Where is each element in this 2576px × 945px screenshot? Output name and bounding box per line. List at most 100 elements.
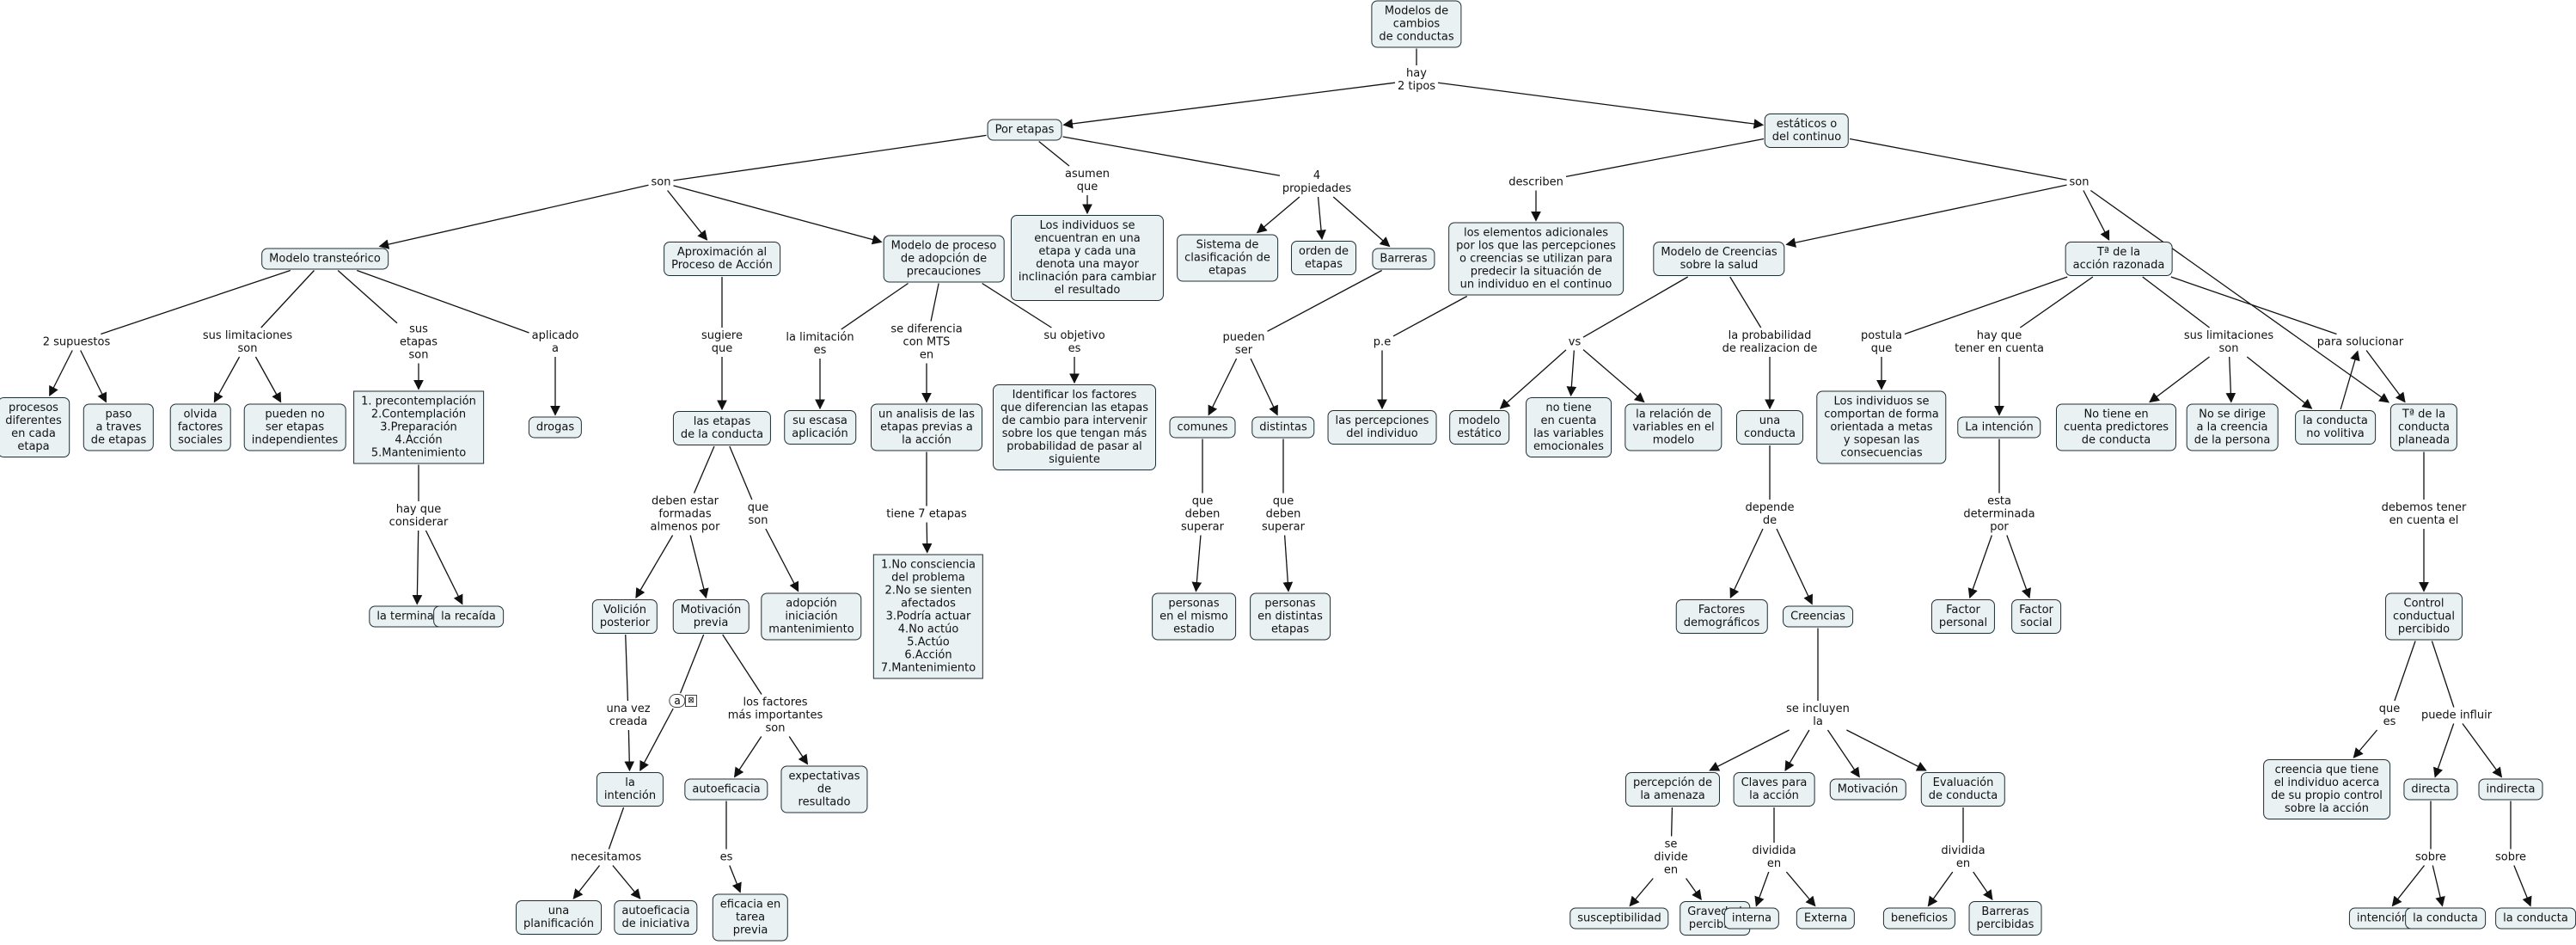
node-relacion-variables[interactable]: la relación de variables en el modelo [1625, 403, 1722, 451]
node-expectativas-resultado[interactable]: expectativas de resultado [780, 765, 868, 813]
link-que-deben-superar-2: que deben superar [1260, 494, 1306, 535]
node-factores-demograficos[interactable]: Factores demográficos [1675, 599, 1768, 634]
context-expand-icon[interactable]: ⊠ [685, 695, 697, 707]
node-evaluacion-conducta[interactable]: Evaluación de conducta [1920, 772, 2006, 807]
node-modelo-estatico[interactable]: modelo estático [1449, 410, 1509, 445]
node-modelo-transteorico[interactable]: Modelo transteórico [261, 248, 389, 270]
connector-estaticos-to-son_2 [1849, 138, 2067, 181]
link-probabilidad-realizacion: la probabilidad de realizacion de [1720, 328, 1820, 356]
node-sistema-clasificacion[interactable]: Sistema de clasificación de etapas [1177, 234, 1278, 282]
link-hay-que-tener: hay que tener en cuenta [1953, 328, 2046, 356]
node-intencion[interactable]: intención [2348, 907, 2417, 930]
node-control-conductual[interactable]: Control conductual percibido [2385, 592, 2463, 641]
context-marker[interactable]: a [669, 694, 686, 708]
node-aproximacion-proceso-accion[interactable]: Aproximación al Proceso de Acción [664, 242, 780, 276]
node-modelo-creencias-salud[interactable]: Modelo de Creencias sobre la salud [1653, 242, 1785, 276]
node-conducta-no-volitiva[interactable]: la conducta no volitiva [2295, 410, 2376, 445]
node-percepciones-individuo[interactable]: las percepciones del individuo [1327, 410, 1437, 445]
node-identificar-factores[interactable]: Identificar los factores que diferencian… [993, 384, 1156, 470]
node-drogas[interactable]: drogas [528, 416, 583, 439]
node-escasa-aplicacion[interactable]: su escasa aplicación [784, 410, 856, 445]
node-adopcion-iniciacion[interactable]: adopción iniciación mantenimiento [761, 592, 862, 641]
link-pe: p.e [1371, 334, 1393, 350]
node-externa[interactable]: Externa [1796, 907, 1856, 930]
node-personas-mismo-estadio[interactable]: personas en el mismo estadio [1152, 592, 1236, 641]
connector-son_2-to-conducta_planeada [2090, 189, 2389, 403]
connector-accion_razonada-to-hay_que_tener [2019, 276, 2094, 328]
connector-se_divide-to-gravedad [1686, 878, 1702, 900]
node-olvida-factores-sociales[interactable]: olvida factores sociales [169, 403, 231, 451]
node-la-recaida[interactable]: la recaída [433, 605, 504, 628]
node-elementos-adicionales[interactable]: los elementos adicionales por los que la… [1448, 222, 1624, 296]
node-percepcion-amenaza[interactable]: percepción de la amenaza [1625, 772, 1721, 807]
node-barreras[interactable]: Barreras [1372, 248, 1435, 270]
node-volicion-posterior[interactable]: Volición posterior [591, 599, 658, 634]
node-autoeficacia-iniciativa[interactable]: autoeficacia de iniciativa [614, 900, 698, 935]
node-claves-accion[interactable]: Claves para la acción [1733, 772, 1815, 807]
connector-pueden_ser-to-distintas [1250, 358, 1278, 416]
node-la-intencion-tar[interactable]: La intención [1957, 416, 2041, 439]
node-individuos-etapa[interactable]: Los individuos se encuentran en una etap… [1010, 215, 1165, 301]
link-son: son [649, 175, 673, 190]
link-asumen-que: asumen que [1063, 167, 1111, 194]
node-susceptibilidad[interactable]: susceptibilidad [1569, 907, 1669, 930]
node-autoeficacia[interactable]: autoeficacia [684, 778, 768, 801]
node-comunes[interactable]: comunes [1169, 416, 1236, 439]
node-una-planificacion[interactable]: una planificación [516, 900, 602, 935]
connector-hay_2_tipos-to-estaticos [1437, 82, 1765, 129]
node-factor-social[interactable]: Factor social [2011, 599, 2061, 634]
connector-elementos_adic-to-pe [1392, 295, 1468, 337]
node-no-predictores[interactable]: No tiene en cuenta predictores de conduc… [2055, 403, 2177, 451]
node-modelos-cambios-conductas[interactable]: Modelos de cambios de conductas [1371, 0, 1462, 48]
node-individuos-comportan[interactable]: Los individuos se comportan de forma ori… [1816, 390, 1947, 464]
node-no-creencia-persona[interactable]: No se dirige a la creencia de la persona [2186, 403, 2279, 451]
node-indirecta[interactable]: indirecta [2478, 778, 2543, 801]
node-analisis-etapas-previas[interactable]: un analisis de las etapas previas a la a… [870, 403, 983, 451]
link-que-son: que son [745, 500, 771, 528]
link-postula-que: postula que [1859, 328, 1904, 356]
connector-sus_limitaciones_2-to-no_predictores [2149, 356, 2210, 403]
connector-control-to-puede_influir [2431, 641, 2455, 708]
node-interna[interactable]: interna [1723, 907, 1780, 930]
link-son-continuo: son [2067, 175, 2091, 190]
node-estaticos-continuo[interactable]: estáticos o del continuo [1764, 114, 1850, 148]
node-creencia-control[interactable]: creencia que tiene el individuo acerca d… [2263, 759, 2390, 819]
node-la-intencion-hapa[interactable]: la intención [596, 772, 664, 807]
node-por-etapas[interactable]: Por etapas [987, 119, 1062, 141]
node-las-etapas-conducta[interactable]: las etapas de la conducta [672, 411, 772, 445]
node-motivacion-previa[interactable]: Motivación previa [672, 599, 750, 634]
node-barreras-percibidas[interactable]: Barreras percibidas [1968, 901, 2042, 936]
node-lista-etapas-transteorico[interactable]: 1. precontemplación 2.Contemplación 3.Pr… [353, 390, 484, 464]
connector-dividida_1-to-interna [1754, 871, 1770, 907]
node-paso-etapas[interactable]: paso a traves de etapas [83, 403, 155, 451]
connector-sus_limitaciones_1-to-olvida_factores [213, 356, 241, 403]
connector-precauciones-to-la_limitacion [841, 282, 909, 330]
node-orden-etapas[interactable]: orden de etapas [1291, 241, 1356, 275]
node-lista-siete-etapas[interactable]: 1.No consciencia del problema 2.No se si… [872, 554, 984, 679]
connector-que_es-to-creencia_control [2353, 729, 2378, 758]
link-factores-importantes: los factores más importantes son [725, 695, 825, 736]
node-personas-distintas-etapas[interactable]: personas en distintas etapas [1250, 592, 1331, 641]
node-conducta-planeada[interactable]: Tª de la conducta planeada [2389, 403, 2458, 451]
node-la-conducta-indirecta[interactable]: la conducta [2495, 907, 2576, 930]
connector-volicion-to-una_vez_creada [625, 634, 629, 702]
node-procesos-diferentes[interactable]: procesos diferentes en cada etapa [0, 397, 70, 457]
connector-2_supuestos-to-procesos_dif [49, 350, 73, 397]
node-directa[interactable]: directa [2403, 778, 2458, 801]
node-beneficios[interactable]: beneficios [1882, 907, 1956, 930]
node-factor-personal[interactable]: Factor personal [1930, 599, 1996, 634]
link-para-solucionar: para solucionar [2315, 334, 2406, 350]
node-la-conducta-directa[interactable]: la conducta [2405, 907, 2486, 930]
node-creencias[interactable]: Creencias [1783, 605, 1853, 628]
node-una-conducta[interactable]: una conducta [1735, 410, 1804, 445]
connector-necesitamos-to-planificacion [572, 865, 601, 899]
node-no-independientes[interactable]: pueden no ser etapas independientes [243, 403, 346, 451]
node-accion-razonada[interactable]: Tª de la acción razonada [2065, 242, 2173, 276]
node-distintas[interactable]: distintas [1251, 416, 1315, 439]
connector-ctx_a-to-la_intencion_a [639, 708, 674, 772]
node-eficacia-tarea-previa[interactable]: eficacia en tarea previa [712, 893, 789, 942]
node-motivacion[interactable]: Motivación [1829, 778, 1906, 801]
node-modelo-adopcion-precauciones[interactable]: Modelo de proceso de adopción de precauc… [883, 235, 1005, 283]
link-sugiere-que: sugiere que [700, 328, 744, 356]
node-no-variables-emocionales[interactable]: no tiene en cuenta las variables emocion… [1526, 397, 1612, 457]
